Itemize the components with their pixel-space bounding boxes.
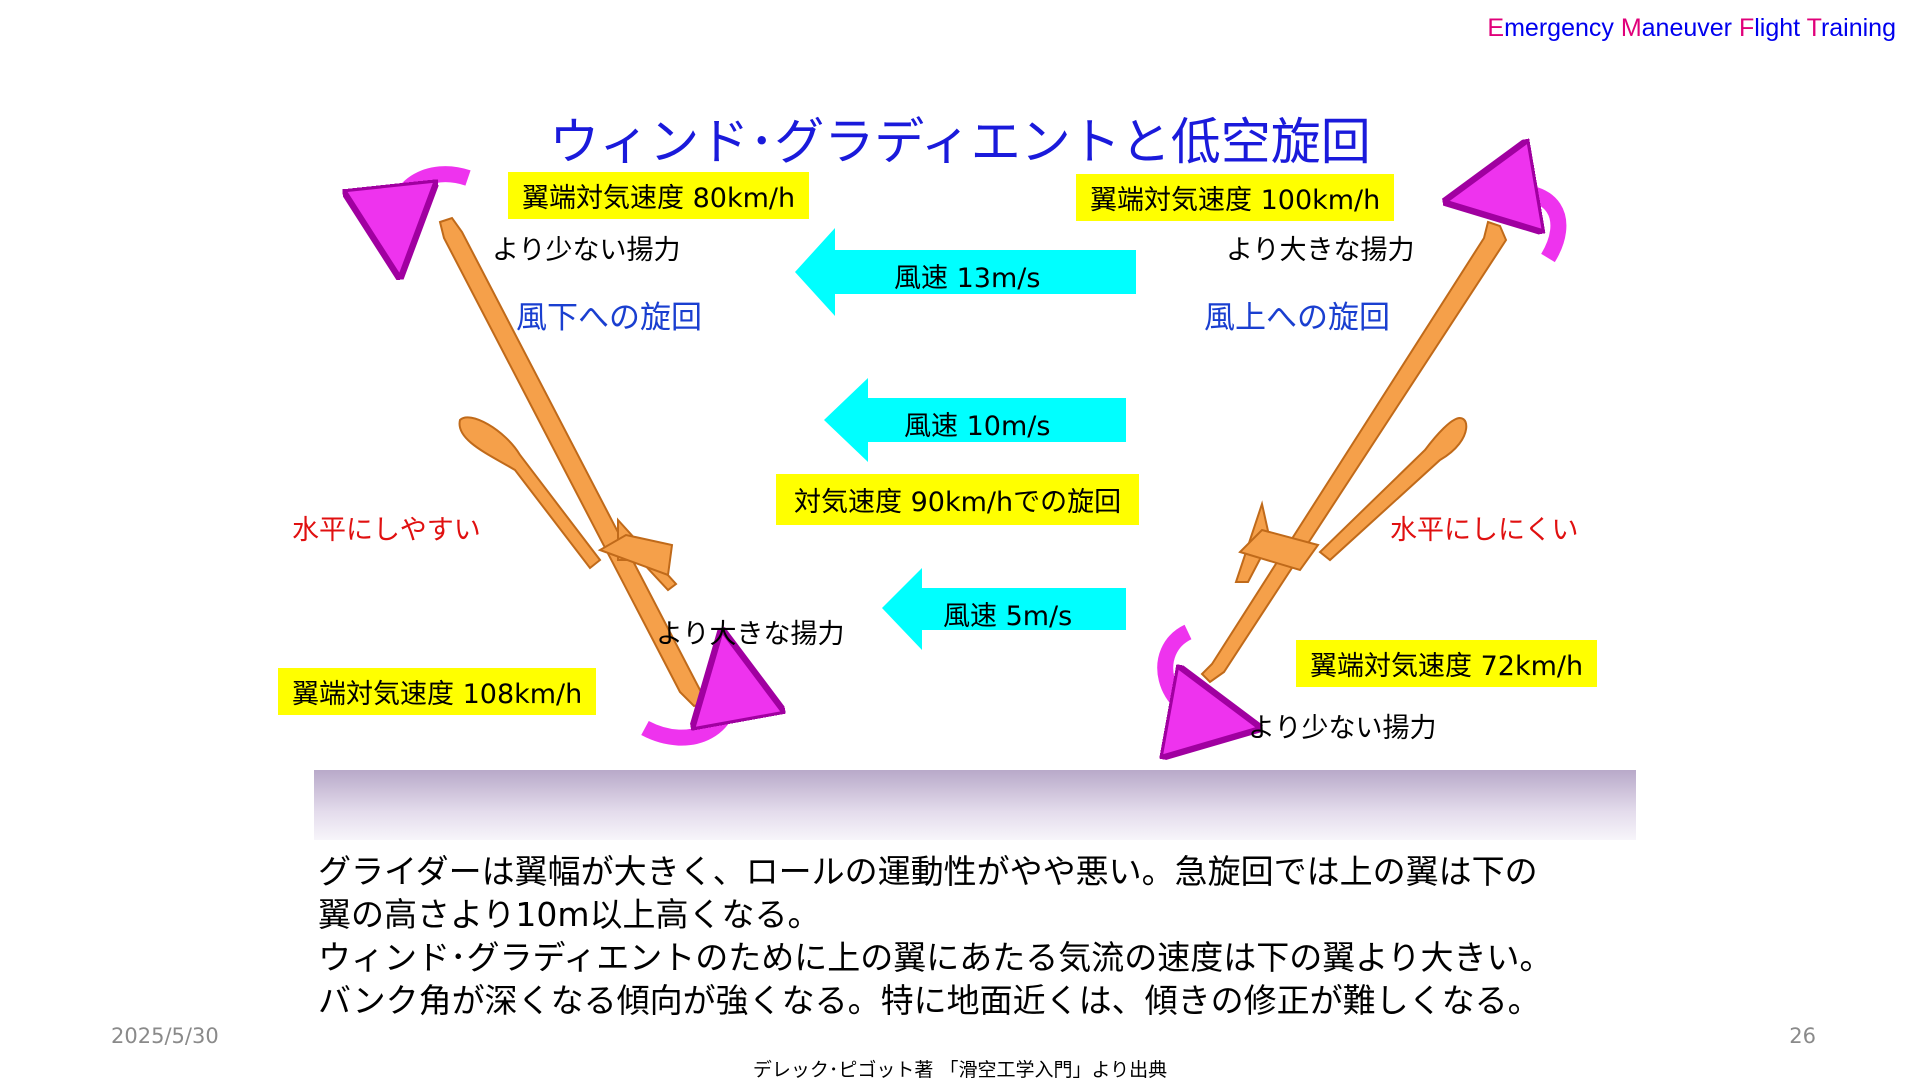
explanation-line-1: グライダーは翼幅が大きく、ロールの運動性がやや悪い。急旋回では上の翼は下の [318,852,1538,891]
header-title: Emergency Maneuver Flight Training [1487,14,1896,43]
wind-arrow-middle [824,378,1126,462]
left-turn-label: 風下への旋回 [516,300,702,336]
right-more-lift-label: より大きな揚力 [1226,235,1415,266]
right-turn-label: 風上への旋回 [1204,300,1390,336]
explanation-text: グライダーは翼幅が大きく、ロールの運動性がやや悪い。急旋回では上の翼は下の 翼の… [318,850,1638,1022]
header-initial-e: E [1487,14,1505,42]
right-wingtip-lower-speed: 翼端対気速度 72km/h [1296,640,1598,687]
left-less-lift-label: より少ない揚力 [492,235,681,266]
left-easy-level-label: 水平にしやすい [292,515,481,546]
wind-arrow-bottom [882,568,1126,650]
right-wingtip-upper-speed: 翼端対気速度 100km/h [1076,174,1395,221]
roll-arrow-left-bottom [641,675,731,746]
explanation-line-3: ウィンド･グラディエントのために上の翼にあたる気流の速度は下の翼より大きい。 [318,938,1553,977]
header-initial-m: M [1620,14,1642,42]
airspeed-turn-label: 対気速度 90km/hでの旋回 [776,474,1140,525]
header-word-f: light [1754,14,1807,42]
source-citation: デレック･ピゴット著 「滑空工学入門」より出典 [752,1059,1168,1081]
right-glider-icon [1200,220,1508,684]
explanation-line-4: バンク角が深くなる傾向が強くなる。特に地面近くは、傾きの修正が難しくなる。 [318,981,1541,1020]
header-word-t: raining [1820,14,1896,42]
wind-speed-bottom-label: 風速 5m/s [943,601,1073,632]
roll-arrow-left-top [395,166,471,232]
roll-arrow-right-bottom [1157,624,1215,720]
wind-speed-top-label: 風速 13m/s [894,263,1041,294]
explanation-line-2: 翼の高さより10m以上高くなる。 [318,895,821,934]
header-word-m: aneuver [1641,14,1739,42]
header-initial-t: T [1806,14,1821,42]
wind-speed-middle-label: 風速 10m/s [904,411,1051,442]
left-wingtip-lower-speed: 翼端対気速度 108km/h [278,668,597,715]
roll-arrow-right-top [1490,192,1567,263]
right-hard-level-label: 水平にしにくい [1390,515,1579,546]
header-initial-f: F [1738,14,1755,42]
left-glider-icon [438,216,710,708]
gradient-band [314,770,1636,840]
right-less-lift-label: より少ない揚力 [1248,713,1437,744]
header-word-e: mergency [1504,14,1621,42]
page-number: 26 [1789,1024,1816,1048]
footer-date: 2025/5/30 [111,1024,219,1048]
left-wingtip-upper-speed: 翼端対気速度 80km/h [508,172,810,219]
left-more-lift-label: より大きな揚力 [656,619,845,650]
wind-arrow-top [795,228,1136,316]
slide-title: ウィンド･グラディエントと低空旋回 [549,113,1371,171]
